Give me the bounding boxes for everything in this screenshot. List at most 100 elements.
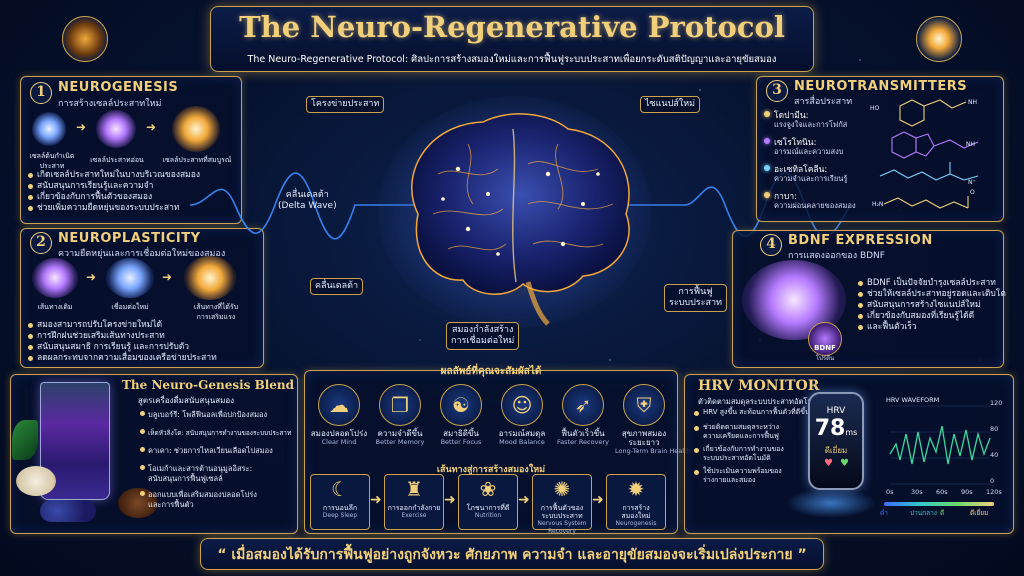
- brain-illustration: [411, 113, 630, 326]
- hrv-device: [808, 392, 864, 490]
- benefit-label: สุขภาพสมอง ระยะยาว: [621, 429, 667, 447]
- blend-item: คาเคา: ช่วยการไหลเวียนเลือดไปสมอง: [140, 446, 273, 455]
- blend-item-continued: และการฟื้นตัว: [148, 500, 194, 509]
- pathway-step-th: การนอนลึก: [322, 504, 358, 512]
- section-number-badge: 2: [30, 232, 52, 254]
- pathway-step-en: Nutrition: [474, 512, 502, 519]
- benefit-label-en: Faster Recovery: [557, 438, 609, 446]
- pathway-step-label: การสร้าง สมองใหม่Neurogenesis: [601, 504, 671, 528]
- x-tick-label: 30s: [911, 488, 923, 496]
- bullet-icon: [140, 447, 145, 452]
- hrv-legend-bar: [884, 502, 994, 506]
- hrv-device-label: HRV: [826, 406, 846, 416]
- hrv-bullets: HRV สูงขึ้น สะท้อนการฟื้นตัวที่ดีขึ้น ช่…: [694, 408, 810, 485]
- pathway-step-th: การฟื้นตัวของ ระบบประสาท: [540, 504, 584, 520]
- bullet-icon: [764, 138, 770, 144]
- pathway-step: ❀: [458, 474, 518, 530]
- benefit-icon: ➶: [562, 384, 604, 426]
- bullet-icon: [764, 165, 770, 171]
- benefit-label: สมองปลอดโปร่ง: [310, 429, 368, 438]
- bullet-item: สนับสนุนการเรียนรู้และความจำ: [28, 181, 200, 192]
- stage-label: เซลล์ประสาทที่สมบูรณ์: [162, 156, 232, 164]
- svg-text:O: O: [970, 189, 975, 196]
- hrv-device-value: 78ms: [808, 416, 864, 441]
- pathway-step-label: โภชนาการที่ดีNutrition: [453, 504, 523, 520]
- brain-emblem-icon: [62, 16, 108, 62]
- bullet-item: HRV สูงขึ้น สะท้อนการฟื้นตัวที่ดีขึ้น: [694, 408, 810, 417]
- legend-label: ดี: [940, 509, 945, 517]
- bullet-item: การฝึกฝนช่วยเสริมเส้นทางประสาท: [28, 331, 217, 342]
- arrow-icon: ➜: [146, 120, 157, 134]
- bullet-item-continued: และฟื้นตัวเร็ว: [858, 322, 1006, 333]
- section-number-badge: 3: [766, 80, 788, 102]
- section-number-badge: 1: [30, 82, 52, 104]
- hrv-title: HRV MONITOR: [698, 378, 820, 394]
- arrow-icon: ➜: [162, 270, 173, 284]
- heart-icon: ♥: [824, 458, 833, 469]
- bullet-item: สนับสนุนการสร้างไซแนปส์ใหม่: [858, 300, 1006, 311]
- svg-text:NH: NH: [966, 141, 975, 148]
- pathway-step-en: Nervous System Recovery: [537, 520, 587, 535]
- bdnf-bullets: BDNF เป็นปัจจัยบำรุงเซลล์ประสาท ช่วยให้เ…: [858, 278, 1006, 333]
- bullet-icon: [764, 192, 770, 198]
- hrv-legend: ต่ำปานกลางดีดีเยี่ยม: [880, 508, 1010, 518]
- x-tick-label: 90s: [961, 488, 973, 496]
- pathway-step: ✹: [606, 474, 666, 530]
- blueberries-image: [40, 500, 96, 522]
- benefit-icon: ☯: [440, 384, 482, 426]
- neurotransmitter-desc: แรงจูงใจและการโฟกัส: [774, 120, 848, 129]
- hrv-device-glow: [786, 488, 876, 518]
- hrv-device-status: ดีเยี่ยม: [824, 446, 848, 455]
- bullet-item: สนับสนุนสมาธิ การเรียนรู้ และการปรับตัว: [28, 342, 217, 353]
- hrv-subtitle: ตัวติดตามสมดุลระบบประสาทอัตโนมัติ: [698, 397, 823, 406]
- leaf-decoration: [12, 420, 38, 460]
- stage-label: เส้นทางเดิม: [37, 303, 73, 311]
- pathway-step-icon: ✹: [627, 477, 645, 501]
- bullet-item: เกี่ยวข้องกับการทำงานของ ระบบประสาทอัตโน…: [694, 445, 810, 463]
- pathway-step-icon: ☾: [331, 477, 349, 501]
- bullet-item: ช่วยให้เซลล์ประสาทอยู่รอดและเติบโต: [858, 289, 1006, 300]
- benefit-label-en: Better Focus: [440, 438, 482, 446]
- arrow-icon: ➜: [444, 492, 456, 508]
- blend-item: เห็ดหัวลิงโต: สนับสนุนการทำงานของระบบประ…: [140, 428, 291, 438]
- old-pathway-icon: [32, 258, 78, 298]
- pathway-step: ♜: [384, 474, 444, 530]
- delta-wave-label: คลื่นเดลต้า (Delta Wave): [278, 190, 337, 212]
- delta-wave-th: คลื่นเดลต้า: [285, 190, 329, 200]
- svg-text:NH: NH: [968, 99, 977, 106]
- stage-label: เซลล์ประสาทอ่อน: [90, 156, 144, 164]
- bullet-item: ลดผลกระทบจากความเสื่อมของเครือข่ายประสาท: [28, 353, 217, 364]
- bullet-item: เกี่ยวข้องกับสมองที่เรียนรู้ได้ดี: [858, 311, 1006, 322]
- x-tick-label: 120s: [986, 488, 1002, 496]
- bdnf-label: BDNF: [814, 344, 836, 352]
- blend-item: โอเมก้าและสารต้านอนุมูลอิสระ:: [140, 464, 252, 473]
- arrow-icon: ➜: [592, 492, 604, 508]
- neurotransmitter-name: โดปามีน:: [774, 111, 809, 121]
- benefit-label: อารมณ์สมดุล: [498, 429, 546, 438]
- neurotransmitter-name: เซโรโทนิน:: [774, 138, 817, 148]
- new-synapse-label: ไซแนปส์ใหม่: [640, 96, 701, 113]
- x-tick-label: 0s: [886, 488, 894, 496]
- bdnf-title: BDNF EXPRESSION: [788, 233, 933, 248]
- bullet-icon: [140, 429, 145, 434]
- pathway-step-icon: ♜: [405, 477, 423, 501]
- pathway-step-en: Neurogenesis: [615, 520, 657, 527]
- blend-item-text: โอเมก้าและสารต้านอนุมูลอิสระ:: [148, 464, 253, 473]
- benefits-title: ผลลัพธ์ที่คุณจะสัมผัสได้: [440, 366, 542, 377]
- benefit-label: ความจำดีขึ้น: [377, 429, 423, 438]
- neurotransmitter-desc: ความจำและการเรียนรู้: [774, 174, 848, 183]
- y-tick-label: 80: [990, 425, 999, 433]
- benefit-label-en: Clear Mind: [321, 438, 357, 446]
- footer-quote: “ เมื่อสมองได้รับการฟื้นฟูอย่างถูกจังหวะ…: [217, 547, 807, 563]
- neurotransmitters-title: NEUROTRANSMITTERS: [794, 79, 968, 94]
- hrv-unit: ms: [845, 428, 858, 437]
- benefit-icon: ⛨: [623, 384, 665, 426]
